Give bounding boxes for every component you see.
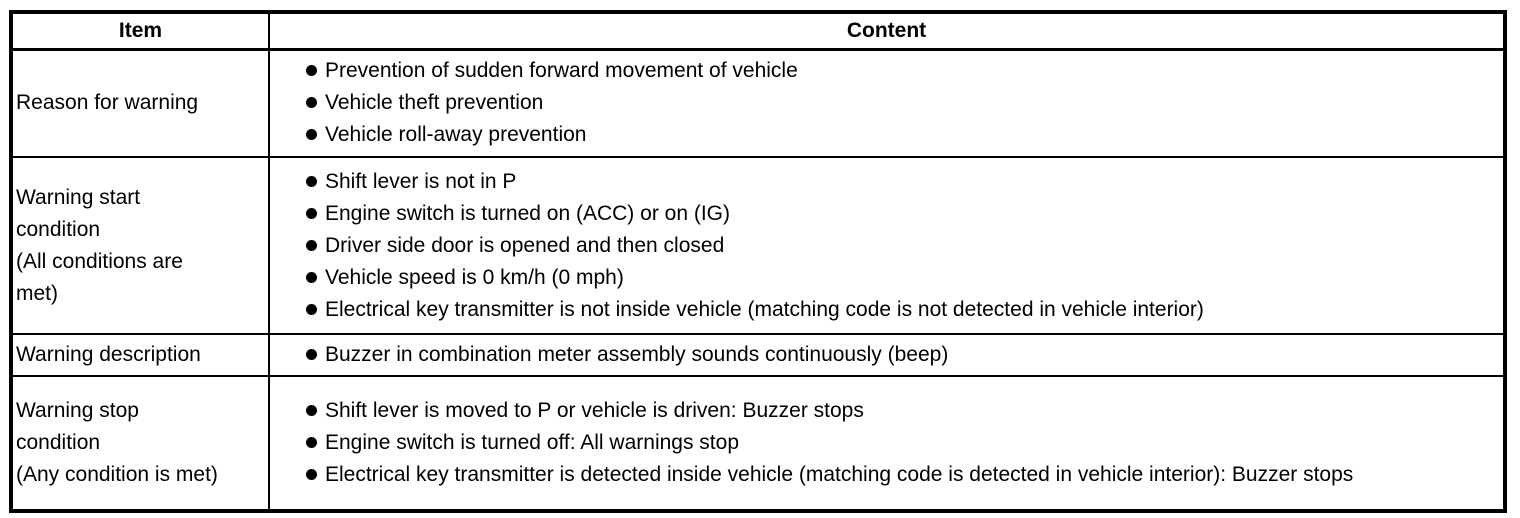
list-item-text: Electrical key transmitter is not inside… bbox=[325, 297, 1204, 321]
item-cell-warning-description: Warning description bbox=[10, 333, 270, 377]
list-item: Prevention of sudden forward movement of… bbox=[306, 55, 1493, 87]
list-item-text: Electrical key transmitter is detected i… bbox=[325, 463, 1354, 486]
list-item: Vehicle speed is 0 km/h (0 mph) bbox=[306, 262, 1493, 294]
bullet-icon bbox=[306, 469, 317, 480]
table-row: Warning description Buzzer in combinatio… bbox=[10, 333, 1506, 377]
list-item: Buzzer in combination meter assembly sou… bbox=[306, 339, 1493, 371]
list-item-text: Shift lever is moved to P or vehicle is … bbox=[325, 399, 864, 422]
bullet-icon bbox=[306, 405, 317, 416]
list-item: Vehicle theft prevention bbox=[306, 87, 1493, 119]
table-row: Warning start condition (All conditions … bbox=[10, 156, 1506, 335]
list-item-text: Prevention of sudden forward movement of… bbox=[325, 59, 798, 83]
bullet-icon bbox=[306, 271, 317, 283]
list-item-text: Engine switch is turned on (ACC) or on (… bbox=[325, 201, 730, 225]
list-item: Electrical key transmitter is not inside… bbox=[306, 294, 1493, 326]
list-item: Engine switch is turned off: All warning… bbox=[306, 427, 1493, 459]
bullet-icon bbox=[306, 437, 317, 448]
list-item-text: Vehicle speed is 0 km/h (0 mph) bbox=[325, 265, 624, 289]
list-item-text: Vehicle roll-away prevention bbox=[325, 123, 587, 147]
content-cell: Shift lever is moved to P or vehicle is … bbox=[268, 375, 1506, 512]
item-cell-warning-stop-condition: Warning stop condition (Any condition is… bbox=[10, 375, 270, 512]
table-row: Warning stop condition (Any condition is… bbox=[10, 375, 1506, 512]
bullet-icon bbox=[306, 349, 317, 360]
list-item: Shift lever is not in P bbox=[306, 166, 1493, 198]
bullet-icon bbox=[306, 97, 317, 109]
bullet-icon bbox=[306, 239, 317, 251]
list-item: Electrical key transmitter is detected i… bbox=[306, 459, 1493, 491]
content-cell: Prevention of sudden forward movement of… bbox=[268, 48, 1506, 158]
bullet-icon bbox=[306, 65, 317, 77]
list-item: Vehicle roll-away prevention bbox=[306, 119, 1493, 151]
bullet-icon bbox=[306, 303, 317, 315]
item-cell-reason-for-warning: Reason for warning bbox=[10, 48, 270, 158]
list-item-text: Vehicle theft prevention bbox=[325, 91, 544, 115]
list-item-text: Shift lever is not in P bbox=[325, 169, 517, 193]
list-item: Shift lever is moved to P or vehicle is … bbox=[306, 395, 1493, 427]
table-row: Reason for warning Prevention of sudden … bbox=[10, 48, 1506, 158]
table-header-row: Item Content bbox=[10, 11, 1506, 51]
list-item: Engine switch is turned on (ACC) or on (… bbox=[306, 198, 1493, 230]
bullet-icon bbox=[306, 207, 317, 219]
list-item-text: Engine switch is turned off: All warning… bbox=[325, 431, 740, 454]
column-header-content: Content bbox=[268, 11, 1506, 51]
content-cell: Shift lever is not in P Engine switch is… bbox=[268, 156, 1506, 335]
list-item-text: Driver side door is opened and then clos… bbox=[325, 233, 725, 257]
content-cell: Buzzer in combination meter assembly sou… bbox=[268, 333, 1506, 377]
column-header-item: Item bbox=[10, 11, 270, 51]
warning-spec-table: Item Content Reason for warning Preventi… bbox=[9, 10, 1507, 513]
list-item: Driver side door is opened and then clos… bbox=[306, 230, 1493, 262]
bullet-icon bbox=[306, 129, 317, 141]
item-cell-warning-start-condition: Warning start condition (All conditions … bbox=[10, 156, 270, 335]
bullet-icon bbox=[306, 175, 317, 187]
list-item-text: Buzzer in combination meter assembly sou… bbox=[325, 343, 949, 366]
